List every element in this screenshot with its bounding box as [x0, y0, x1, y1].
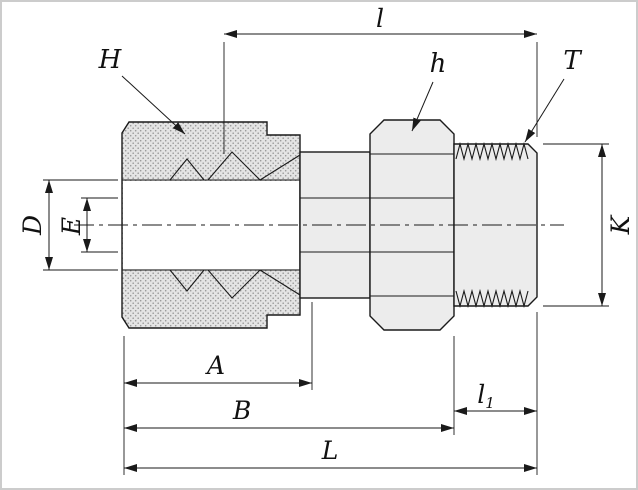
seat-cone-line-top: [259, 154, 301, 181]
thread-crests-top: [455, 141, 529, 162]
dim-label-l1-subscript: 1: [485, 394, 495, 412]
back-ferrule-bottom: [168, 269, 206, 292]
dim-label-l1-base: l: [477, 380, 485, 409]
dim-label-E: E: [57, 217, 86, 236]
hex-section: [369, 119, 455, 331]
thread-crests-bottom: [455, 288, 529, 309]
seat-cone-line-bottom: [259, 269, 301, 296]
front-ferrule-top: [206, 151, 262, 181]
dim-label-L: L: [321, 436, 339, 465]
dim-label-B: B: [232, 396, 251, 425]
callout-label-thread: T: [563, 46, 582, 76]
dimensions: l H h T D E K A B: [18, 4, 635, 475]
leader-line-thread: [524, 78, 565, 143]
back-ferrule-top: [168, 158, 206, 181]
callout-label-nut: H: [98, 45, 123, 75]
dim-label-D: D: [18, 215, 47, 236]
fitting-parts: [74, 119, 564, 331]
callout-label-hex: h: [430, 49, 447, 79]
leader-line-hex: [411, 81, 434, 132]
dim-label-l1: l1: [477, 380, 495, 412]
dim-label-K: K: [606, 214, 635, 235]
dim-label-A: A: [205, 351, 225, 380]
dim-label-l: l: [376, 4, 384, 33]
leader-line-nut: [121, 75, 186, 135]
front-ferrule-bottom: [206, 269, 262, 299]
